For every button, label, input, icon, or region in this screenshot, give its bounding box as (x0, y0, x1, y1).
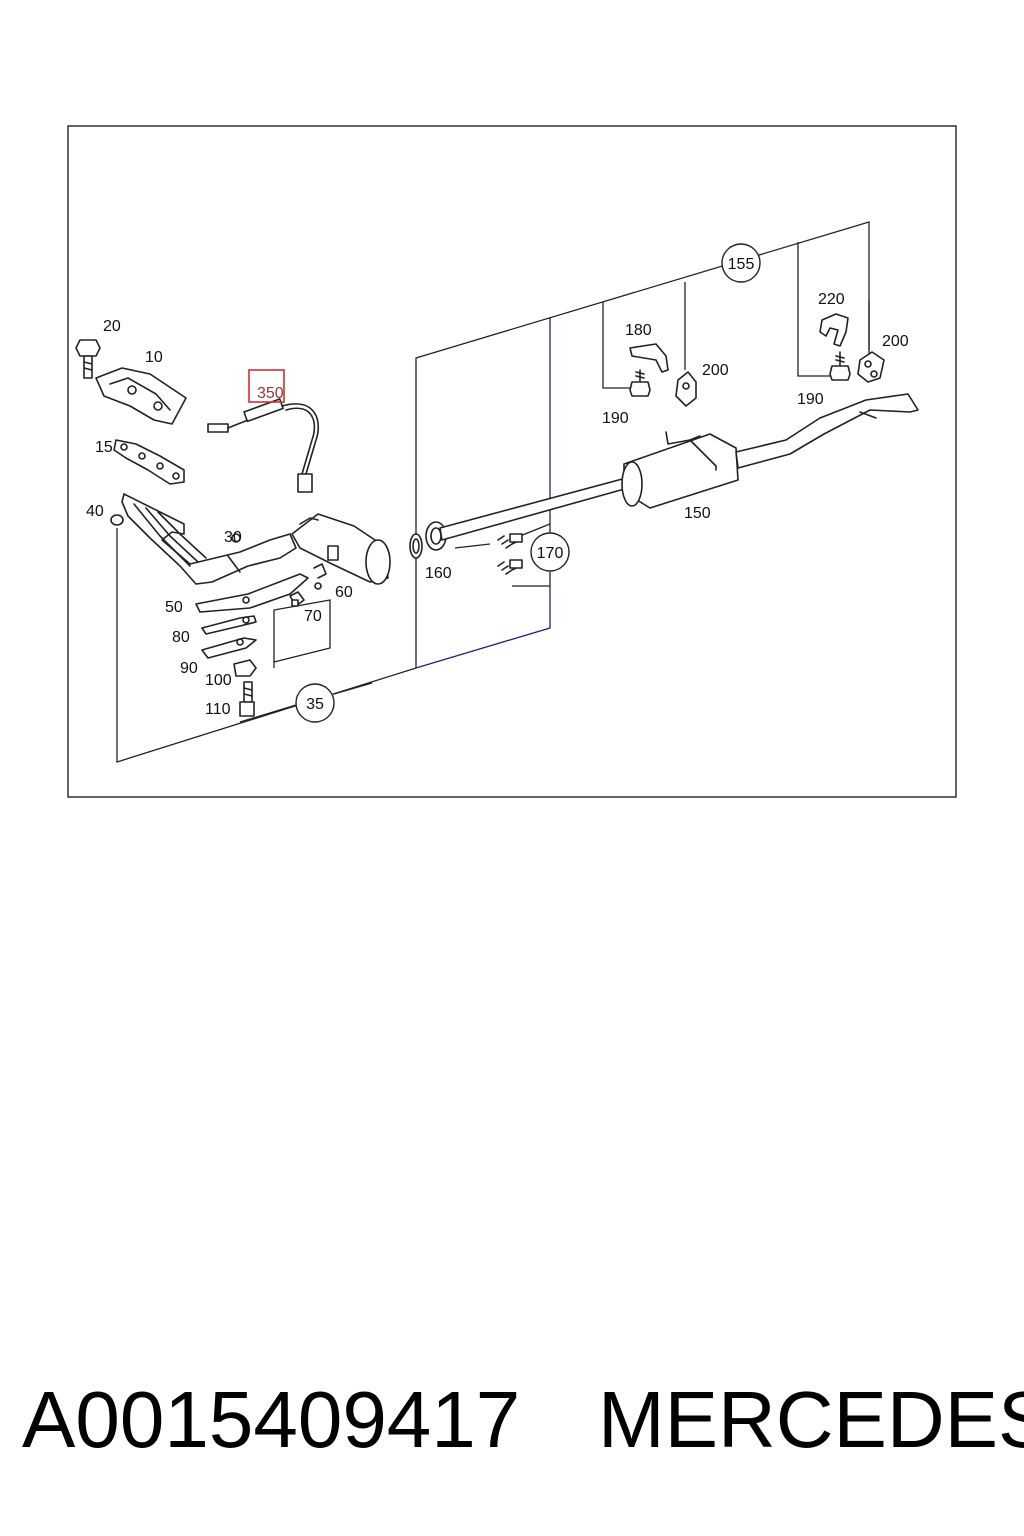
rubber-mount-200-right-icon (857, 351, 885, 383)
callout-50: 50 (165, 599, 183, 616)
callout-160: 160 (425, 565, 452, 582)
hanger-180-icon (629, 343, 669, 373)
oxygen-sensor-350-icon (207, 398, 320, 493)
callout-40: 40 (86, 503, 104, 520)
bolt-190-right-icon (829, 351, 851, 381)
screw-110-icon (239, 681, 255, 717)
callout-190-right: 190 (797, 391, 824, 408)
callout-100: 100 (205, 672, 232, 689)
strap-80-icon (201, 615, 257, 635)
callout-200-left: 200 (702, 362, 729, 379)
spring-170-icon (497, 533, 523, 575)
hanger-220-icon (819, 313, 849, 347)
callout-180: 180 (625, 322, 652, 339)
callout-350-highlighted: 350 (248, 369, 285, 403)
gasket-15-icon (113, 439, 185, 485)
callout-190-left: 190 (602, 410, 629, 427)
exhaust-manifold-30-icon (121, 493, 297, 585)
callout-35: 35 (295, 683, 335, 723)
clip-60-icon (313, 563, 327, 590)
callout-155: 155 (721, 243, 761, 283)
catalytic-converter-icon (291, 513, 391, 585)
callout-30: 30 (224, 529, 242, 546)
callout-60: 60 (335, 584, 353, 601)
svg-text:170: 170 (537, 545, 564, 562)
seal-ring-160-icon (409, 533, 423, 559)
washer-40-icon (110, 514, 124, 526)
callout-110: 110 (205, 701, 231, 718)
heat-shield-10-icon (95, 367, 187, 425)
svg-text:350: 350 (257, 385, 284, 402)
bolt-70-icon (289, 591, 305, 607)
footer: A0015409417 MERCEDES (0, 1370, 1024, 1470)
bracket-50-icon (195, 573, 309, 613)
callout-70: 70 (304, 608, 322, 625)
bolt-190-icon (629, 369, 651, 397)
strap-90-icon (201, 637, 257, 659)
highlight-box (248, 369, 285, 403)
rear-muffler-150-icon (621, 393, 919, 509)
brand-name: MERCEDES (598, 1375, 1024, 1464)
callout-10: 10 (145, 349, 163, 366)
svg-text:35: 35 (306, 696, 324, 713)
callout-150: 150 (684, 505, 711, 522)
leader-lines (116, 221, 870, 763)
callout-200-right: 200 (882, 333, 909, 350)
callout-170: 170 (530, 532, 570, 572)
diagram-frame (67, 125, 957, 798)
callout-90: 90 (180, 660, 198, 677)
callout-80: 80 (172, 629, 190, 646)
bolt-20-icon (75, 339, 101, 379)
callout-15: 15 (95, 439, 113, 456)
part-number: A0015409417 (22, 1375, 521, 1464)
callout-220: 220 (818, 291, 845, 308)
svg-text:155: 155 (728, 256, 755, 273)
rubber-mount-200-icon (675, 371, 697, 407)
callout-20: 20 (103, 318, 121, 335)
mount-100-icon (233, 659, 257, 677)
